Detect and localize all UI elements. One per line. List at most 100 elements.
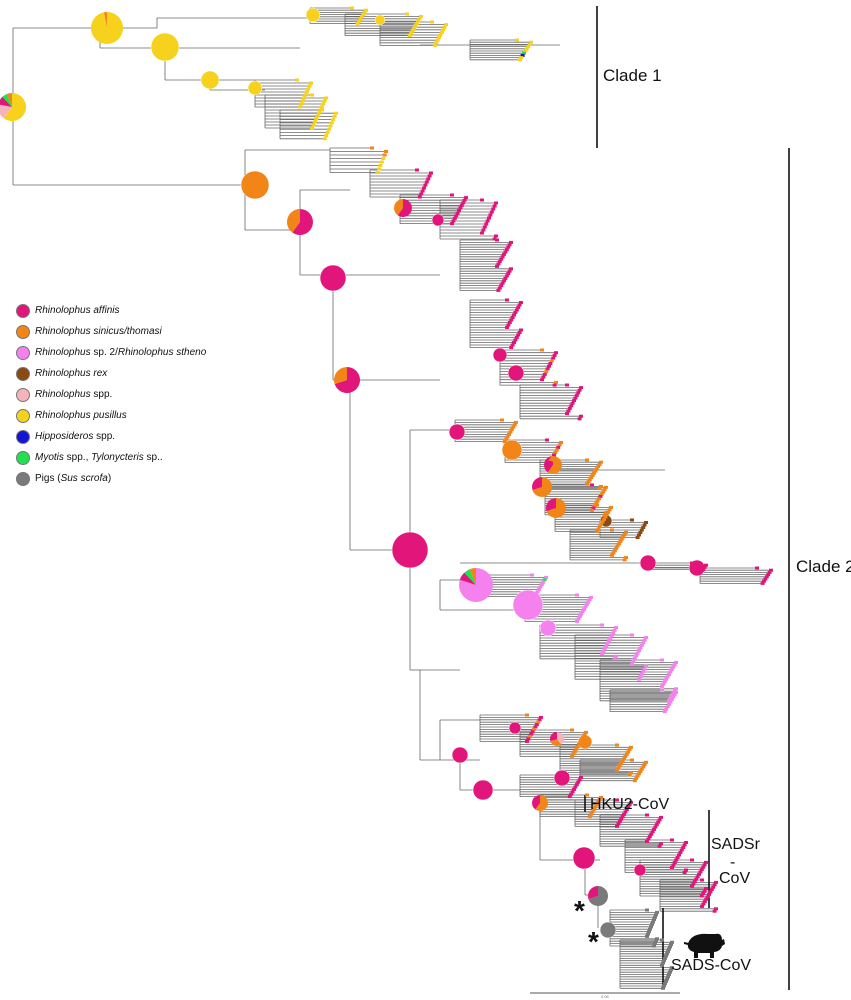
tip-marker: [637, 533, 641, 537]
tip-marker: [646, 932, 650, 936]
tip-marker: [639, 672, 644, 676]
tip-marker: [510, 316, 515, 319]
tip-marker: [664, 954, 668, 958]
tip-marker: [622, 533, 627, 537]
tip-marker: [565, 412, 569, 416]
tip-marker: [510, 343, 515, 347]
pie-slice: [334, 367, 360, 393]
tip-marker: [355, 21, 360, 25]
tip-markers: [295, 6, 773, 990]
pie-slice: [550, 739, 562, 747]
tip-marker: [420, 189, 425, 193]
tip-marker: [527, 735, 532, 739]
tip-marker: [592, 504, 597, 508]
tip-marker: [646, 837, 651, 841]
tip-marker: [763, 577, 768, 581]
tip-marker: [654, 823, 659, 827]
tip-marker: [619, 537, 624, 541]
tip-marker: [517, 58, 522, 62]
tip-marker: [552, 383, 557, 387]
tip-marker: [674, 858, 679, 862]
tip-marker: [522, 51, 526, 55]
tip-marker: [328, 124, 333, 128]
tip-marker: [644, 521, 648, 524]
tip-marker: [600, 520, 605, 524]
tip-marker: [597, 798, 602, 802]
tip-marker: [384, 150, 388, 153]
tip-marker: [596, 800, 601, 804]
tip-marker: [583, 605, 588, 609]
tip-marker: [597, 525, 602, 529]
legend-label: Hipposideros spp.: [35, 431, 116, 442]
legend-label: Rhinolophus affinis: [35, 305, 120, 316]
tip-marker: [704, 897, 709, 901]
tip-marker: [645, 908, 649, 912]
tip-marker: [641, 669, 646, 673]
tip-marker: [577, 388, 582, 392]
tip-marker: [617, 542, 621, 546]
tip-marker: [682, 843, 687, 847]
pie-slice: [393, 199, 403, 216]
legend-entry: Rhinolophus sp. 2/Rhinolophus stheno: [16, 342, 246, 363]
tip-marker: [660, 684, 664, 688]
tip-marker: [310, 126, 314, 130]
pie-slice: [547, 456, 562, 474]
clade-2-label: Clade 2: [796, 557, 851, 576]
legend-label: Rhinolophus pusillus: [35, 410, 127, 421]
tip-marker: [641, 641, 646, 645]
tip-marker: [664, 707, 669, 711]
tip-marker: [507, 269, 512, 273]
tip-marker: [519, 301, 523, 304]
pie-slice: [333, 367, 347, 385]
pie-slice: [448, 423, 466, 441]
legend-swatch: [16, 345, 30, 360]
tip-marker: [637, 677, 641, 681]
pie-slice: [546, 498, 566, 518]
tip-marker: [577, 615, 582, 619]
node-pie-chart: [240, 170, 270, 200]
tip-marker: [536, 720, 541, 724]
node-pie-chart: [458, 568, 493, 602]
tip-marker: [570, 790, 575, 794]
node-pie-chart: [305, 7, 321, 23]
tip-marker: [517, 331, 522, 334]
sadsr-cov-label-line3: CoV: [719, 870, 751, 887]
tip-marker: [499, 284, 504, 288]
node-pie-chart: [319, 264, 347, 292]
tip-marker: [714, 880, 718, 884]
tip-marker: [332, 114, 337, 118]
tip-marker: [464, 196, 468, 200]
pie-slice: [292, 209, 314, 236]
tip-marker: [419, 14, 423, 18]
tip-marker: [569, 792, 574, 796]
tip-marker: [598, 495, 603, 498]
tip-marker: [299, 102, 304, 106]
tip-marker: [668, 670, 673, 674]
tip-marker: [559, 441, 563, 444]
pie-slice: [633, 863, 647, 877]
tip-marker: [644, 636, 648, 640]
tip-marker: [576, 780, 581, 784]
tip-marker: [506, 323, 511, 327]
tip-marker: [596, 527, 601, 531]
tip-marker: [624, 530, 628, 534]
tip-marker: [496, 262, 501, 266]
pie-slice: [512, 589, 544, 621]
tip-marker: [590, 483, 594, 487]
tip-marker: [553, 451, 558, 454]
tip-marker: [670, 838, 674, 842]
tip-marker: [571, 752, 576, 756]
node-pie-chart: [492, 347, 508, 363]
legend-swatch: [16, 387, 30, 402]
tip-marker: [542, 578, 547, 582]
tip-marker: [597, 497, 601, 501]
tip-marker: [505, 435, 510, 439]
tip-marker: [612, 628, 617, 632]
tip-marker: [615, 544, 620, 548]
tip-marker: [532, 727, 536, 731]
pie-slice: [469, 568, 476, 585]
tip-marker: [605, 641, 610, 645]
pie-slice: [464, 569, 476, 585]
node-pie-chart: [287, 209, 314, 236]
legend-label: Rhinolophus rex: [35, 368, 108, 379]
